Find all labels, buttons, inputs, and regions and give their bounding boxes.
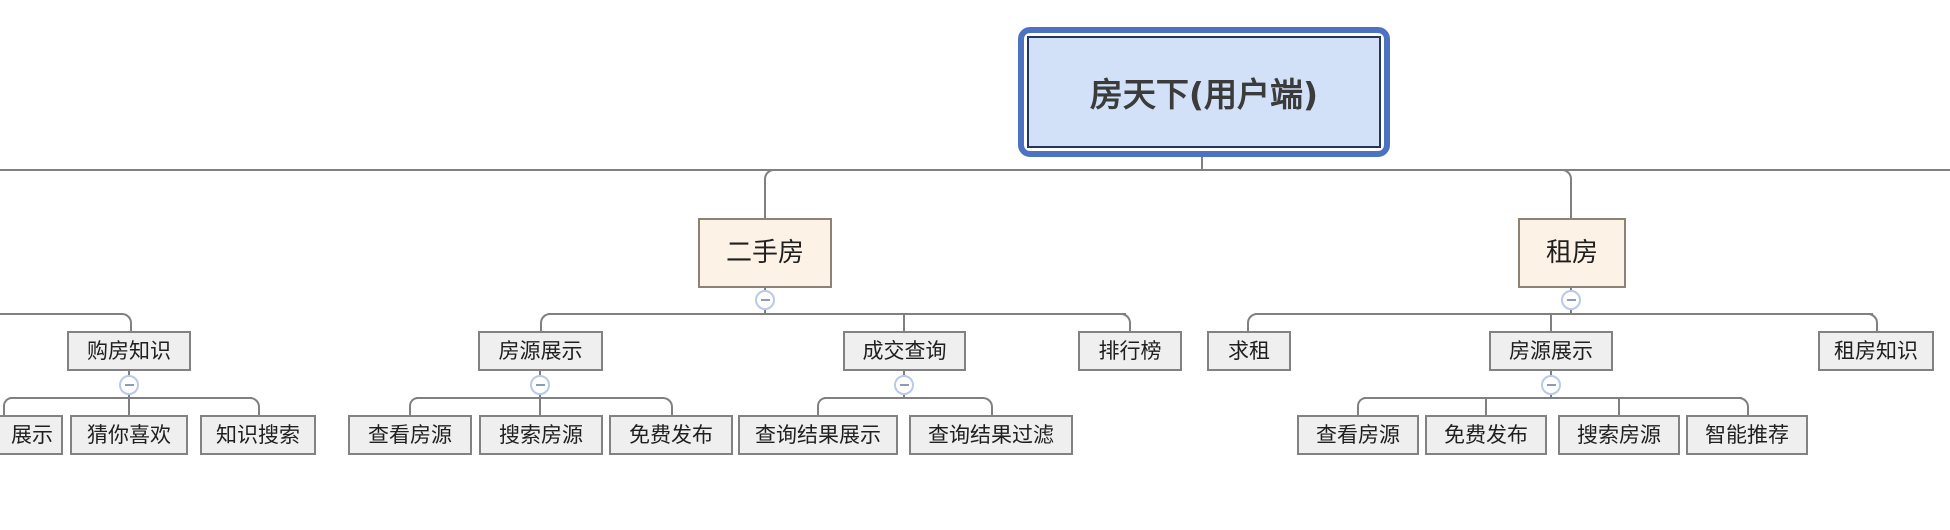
node-rent-knowledge[interactable]: 租房知识: [1818, 331, 1934, 371]
node-rent-house[interactable]: 租房: [1518, 218, 1626, 288]
node-root-label: 房天下(用户端): [1027, 36, 1381, 148]
node-search-listings-1[interactable]: 搜索房源: [479, 415, 603, 455]
connector-corner: [120, 313, 132, 331]
collapse-button-listing-display-2[interactable]: [1541, 375, 1561, 395]
connector-bracket-listing-display-2: [1364, 397, 1742, 399]
minus-icon: [1566, 299, 1576, 301]
node-ranking[interactable]: 排行榜: [1078, 331, 1182, 371]
minus-icon: [535, 384, 545, 386]
connector-vline: [1550, 313, 1552, 331]
connector-corner: [817, 397, 826, 415]
connector-bracket-purchase-knowledge: [10, 397, 252, 399]
connector-bracket-deal-query: [824, 397, 984, 399]
node-deal-query[interactable]: 成交查询: [843, 331, 966, 371]
connector-bracket-listing-display-1: [416, 397, 664, 399]
connector-root-children-line: [0, 169, 1950, 171]
connector-corner: [1247, 313, 1257, 331]
minus-icon: [760, 299, 770, 301]
connector-vline: [903, 313, 905, 331]
connector-elbow-second-hand: [764, 169, 776, 218]
node-guess-you-like[interactable]: 猜你喜欢: [70, 415, 188, 455]
connector-corner: [409, 397, 418, 415]
node-smart-recommend[interactable]: 智能推荐: [1686, 415, 1808, 455]
collapse-button-purchase-knowledge[interactable]: [119, 375, 139, 395]
collapse-button-second-hand[interactable]: [755, 290, 775, 310]
connector-corner: [1866, 313, 1878, 331]
minus-icon: [124, 384, 134, 386]
node-second-hand-house[interactable]: 二手房: [698, 218, 832, 288]
node-search-listings-2[interactable]: 搜索房源: [1558, 415, 1680, 455]
minus-icon: [899, 384, 909, 386]
node-view-listings-2[interactable]: 查看房源: [1297, 415, 1419, 455]
node-listing-display-1[interactable]: 房源展示: [478, 331, 603, 371]
connector-vline: [1485, 397, 1487, 415]
connector-corner: [1357, 397, 1366, 415]
node-query-result-filter[interactable]: 查询结果过滤: [909, 415, 1073, 455]
connector-bracket-second-hand: [548, 313, 1126, 315]
connector-corner: [1119, 313, 1131, 331]
node-listing-display-2[interactable]: 房源展示: [1489, 331, 1613, 371]
collapse-button-deal-query[interactable]: [894, 375, 914, 395]
node-root[interactable]: 房天下(用户端): [1018, 27, 1390, 157]
connector-root-riser: [1201, 157, 1203, 171]
node-display-clipped[interactable]: 展示: [0, 415, 63, 455]
connector-corner: [540, 313, 550, 331]
node-seek-rent[interactable]: 求租: [1207, 331, 1291, 371]
node-purchase-knowledge[interactable]: 购房知识: [67, 331, 191, 371]
connector-corner: [3, 397, 12, 415]
connector-corner: [1737, 397, 1749, 415]
connector-corner: [248, 397, 260, 415]
node-free-publish-2[interactable]: 免费发布: [1425, 415, 1547, 455]
node-query-result-display[interactable]: 查询结果展示: [738, 415, 898, 455]
node-free-publish-1[interactable]: 免费发布: [609, 415, 733, 455]
connector-corner: [661, 397, 673, 415]
node-knowledge-search[interactable]: 知识搜索: [200, 415, 316, 455]
connector-bracket-rent: [1255, 313, 1873, 315]
collapse-button-listing-display-1[interactable]: [530, 375, 550, 395]
node-view-listings-1[interactable]: 查看房源: [348, 415, 472, 455]
connector-corner: [981, 397, 993, 415]
connector-offscreen-bracket: [0, 313, 122, 315]
collapse-button-rent[interactable]: [1561, 290, 1581, 310]
connector-elbow-rent: [1560, 169, 1572, 218]
minus-icon: [1546, 384, 1556, 386]
connector-vline: [1618, 397, 1620, 415]
